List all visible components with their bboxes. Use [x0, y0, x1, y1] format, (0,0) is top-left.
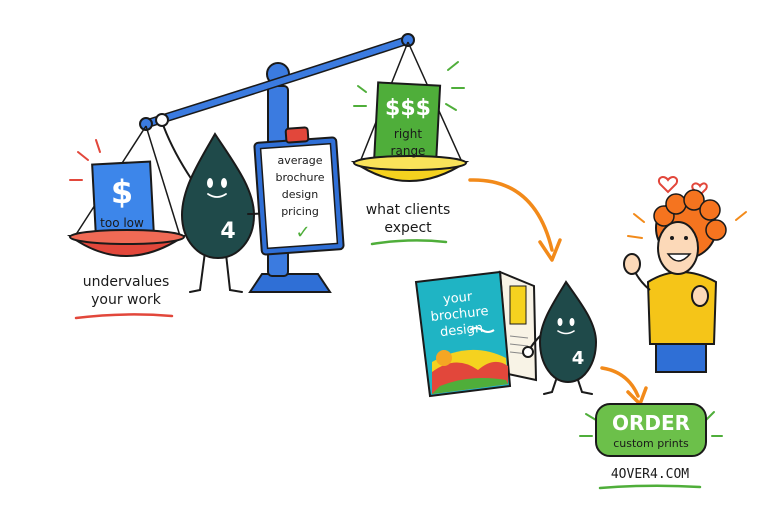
arrow-to-order	[600, 366, 648, 406]
right-caption-line1: what clients	[366, 202, 451, 218]
mascot-drop-2	[522, 280, 598, 395]
brochure-line1: your	[442, 289, 473, 307]
order-title: ORDER	[612, 411, 690, 435]
clipboard	[253, 126, 345, 256]
order-button[interactable]	[579, 403, 723, 457]
domain-underline	[598, 484, 702, 490]
clipboard-line1: average	[277, 154, 322, 167]
brochure-line2: brochure	[430, 304, 489, 325]
arrow-to-brochure	[468, 178, 562, 262]
left-caption-underline	[74, 313, 174, 320]
clipboard-line3: design	[282, 188, 319, 201]
right-caption-line2: expect	[384, 220, 432, 236]
mascot-badge: 4	[220, 219, 235, 244]
clipboard-line4: pricing	[281, 205, 319, 218]
clipboard-line2: brochure	[275, 171, 324, 184]
right-card-symbol: $$$	[385, 96, 431, 121]
right-card-label-line1: right	[394, 127, 422, 141]
clipboard-check-icon: ✓	[295, 222, 310, 243]
brochure-line3: design	[439, 321, 483, 340]
left-caption-line2: your work	[91, 292, 162, 308]
left-caption-line1: undervalues	[83, 274, 170, 290]
right-pan	[350, 61, 470, 182]
right-card-label-line2: range	[391, 144, 426, 158]
left-card-symbol: $	[111, 173, 133, 211]
site-domain: 4OVER4.COM	[611, 467, 689, 482]
order-subtitle: custom prints	[613, 437, 689, 450]
left-pan	[66, 139, 188, 257]
happy-client	[623, 176, 747, 373]
mascot2-badge: 4	[572, 348, 585, 369]
left-card-label: too low	[100, 216, 144, 230]
right-caption-underline	[370, 239, 448, 246]
